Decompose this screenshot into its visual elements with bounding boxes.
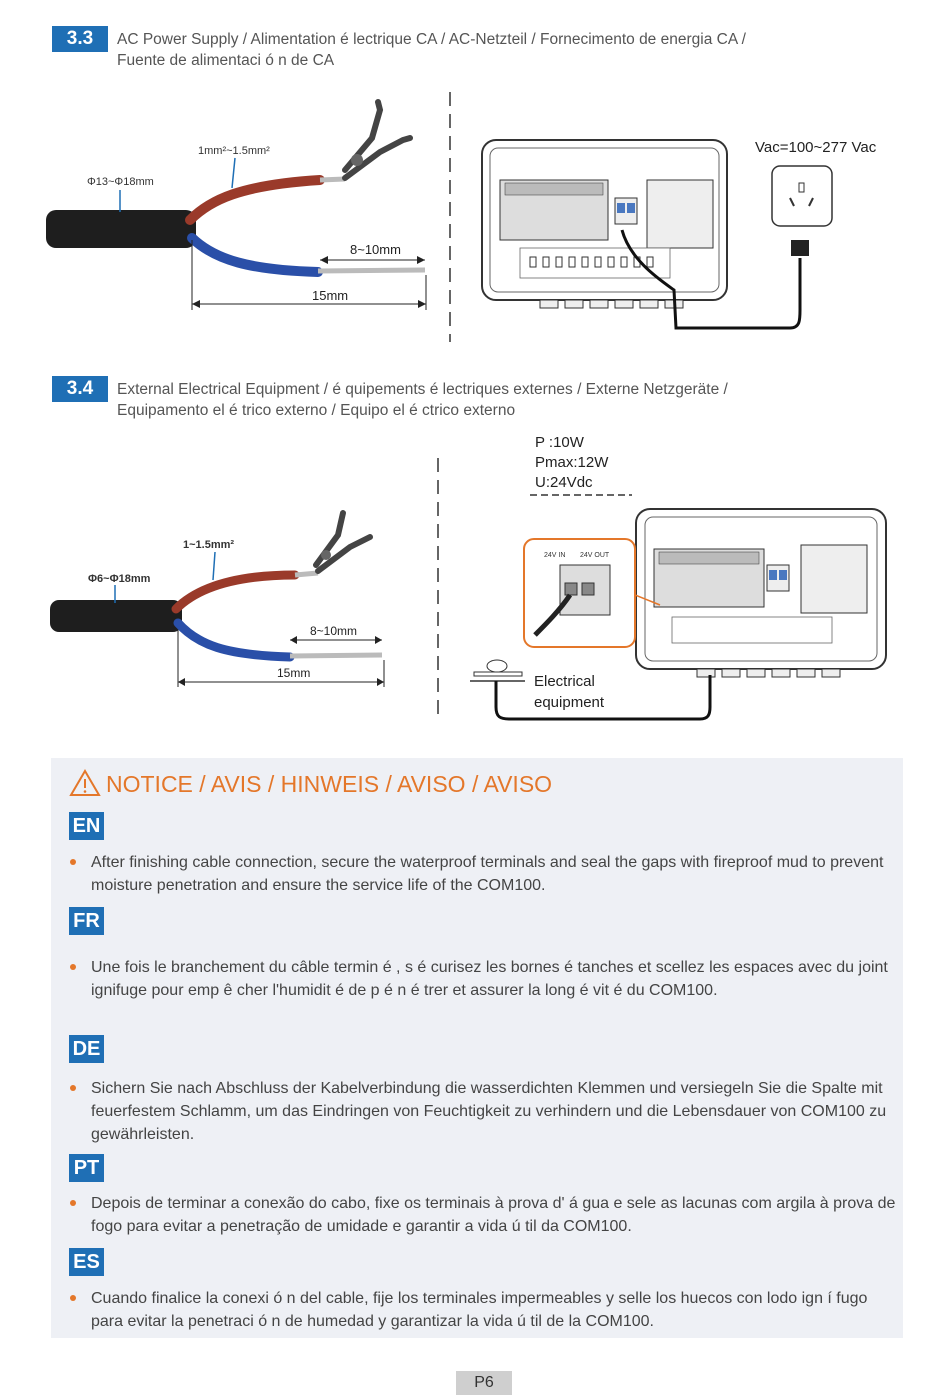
blue-wire	[187, 233, 323, 277]
lang-badge-en: EN	[69, 812, 104, 840]
section-title-line: External Electrical Equipment / é quipem…	[117, 381, 728, 398]
equipment-cable	[494, 675, 712, 721]
notice-text-en: After finishing cable connection, secure…	[91, 854, 884, 894]
notice-text-fr: Une fois le branchement du câble termin …	[91, 959, 888, 999]
red-wire-strip	[294, 570, 319, 578]
com100-enclosure	[481, 139, 728, 309]
com100-enclosure	[635, 508, 887, 678]
notice-title: NOTICE / AVIS / HINWEIS / AVISO / AVISO	[106, 771, 553, 797]
voltage-label: Vac=100~277 Vac	[755, 139, 877, 156]
dim-outer: Φ13~Φ18mm	[87, 176, 154, 188]
dim-wire: 1~1.5mm²	[183, 539, 234, 551]
red-wire	[185, 175, 325, 225]
wire-stripper-icon	[313, 510, 373, 574]
cable-jacket	[46, 210, 196, 248]
ac-power-diagram: Φ13~Φ18mm 1mm²~1.5mm² 8~10mm 15mm	[46, 92, 877, 342]
lang-badge-es: ES	[69, 1248, 104, 1276]
equipment-icon	[470, 659, 525, 682]
power-cord	[620, 229, 802, 330]
socket-icon	[771, 165, 833, 227]
red-wire	[171, 570, 300, 614]
section-number: 3.4	[52, 376, 108, 402]
external-equipment-diagram: P :10W Pmax:12W U:24Vdc Φ6~Φ18mm 1~1.5mm…	[50, 434, 887, 721]
section-title-line: AC Power Supply / Alimentation é lectriq…	[117, 31, 746, 48]
section-title: AC Power Supply / Alimentation é lectriq…	[117, 29, 746, 71]
section-title-line: Equipamento el é trico externo / Equipo …	[117, 402, 516, 419]
dim-length: 15mm	[312, 288, 348, 303]
bullet-dot	[70, 1295, 76, 1301]
plug-icon	[791, 240, 809, 256]
section-title: External Electrical Equipment / é quipem…	[117, 379, 728, 421]
lang-badge-fr: FR	[69, 907, 104, 935]
dim-outer: Φ6~Φ18mm	[88, 573, 151, 585]
equipment-label: Electrical	[534, 673, 595, 690]
bullet-dot	[70, 964, 76, 970]
spec-pmax: Pmax:12W	[535, 454, 609, 471]
page-number: P6	[456, 1371, 512, 1395]
spec-voltage: U:24Vdc	[535, 474, 593, 491]
notice-text-de: Sichern Sie nach Abschluss der Kabelverb…	[91, 1080, 887, 1143]
warning-icon	[69, 769, 101, 796]
wire-stripper-icon	[342, 99, 413, 181]
notice-box: NOTICE / AVIS / HINWEIS / AVISO / AVISO …	[51, 758, 903, 1338]
equipment-label: equipment	[534, 694, 605, 711]
blue-wire-strip	[289, 652, 383, 659]
dim-strip: 8~10mm	[350, 242, 401, 257]
bullet-dot	[70, 1200, 76, 1206]
cable-jacket	[50, 600, 182, 632]
spec-power: P :10W	[535, 434, 585, 451]
bullet-dot	[70, 859, 76, 865]
section-title-line: Fuente de alimentaci ó n de CA	[117, 52, 335, 69]
bullet-dot	[70, 1085, 76, 1091]
blue-wire	[173, 618, 295, 662]
label-24v-out: 24V OUT	[580, 552, 610, 559]
lang-badge-de: DE	[69, 1035, 104, 1063]
notice-text-pt: Depois de terminar a conexão do cabo, fi…	[91, 1195, 896, 1235]
red-wire-strip	[319, 176, 346, 183]
section-number: 3.3	[52, 26, 108, 52]
label-24v-in: 24V IN	[544, 552, 565, 559]
dim-length: 15mm	[277, 666, 310, 680]
dim-strip: 8~10mm	[310, 624, 357, 638]
dim-wire: 1mm²~1.5mm²	[198, 145, 270, 157]
blue-wire-strip	[317, 267, 426, 274]
lang-badge-pt: PT	[69, 1154, 104, 1182]
notice-text-es: Cuando finalice la conexi ó n del cable,…	[91, 1290, 868, 1330]
